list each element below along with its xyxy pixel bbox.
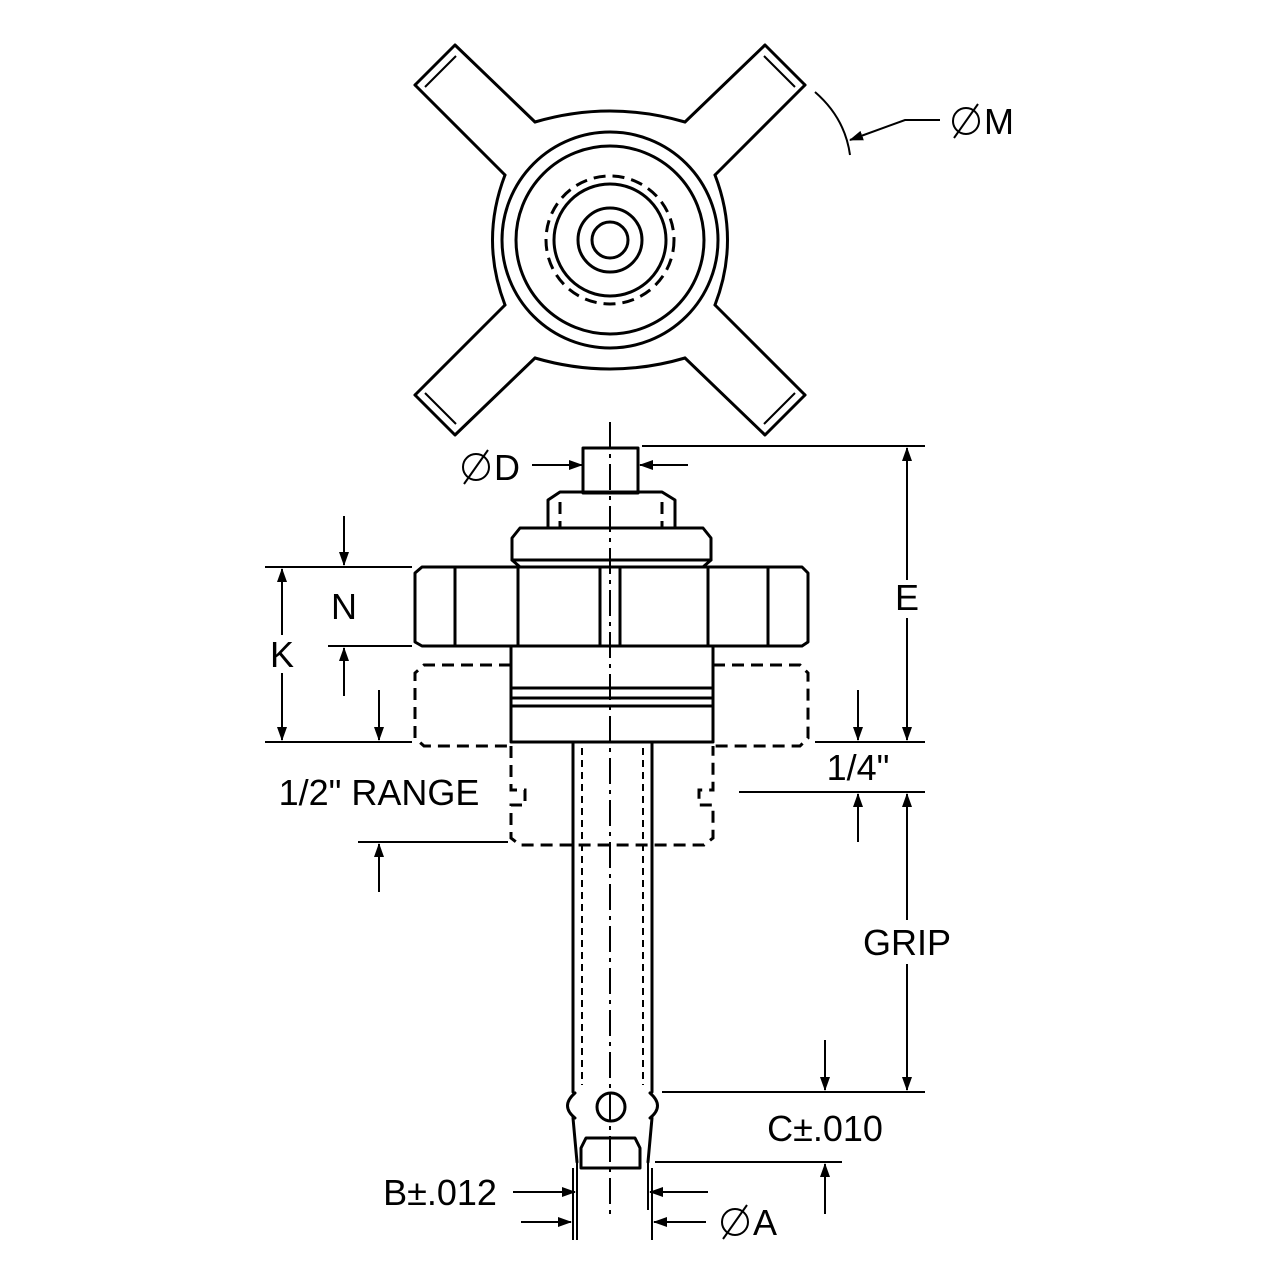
dimension-grip-label: GRIP <box>863 922 951 963</box>
handle-arm-upper-right <box>683 43 807 177</box>
pin-bore <box>590 220 630 260</box>
dimension-m: M <box>814 91 1014 156</box>
diameter-symbol-icon <box>721 1204 749 1240</box>
collar <box>510 526 713 569</box>
dimension-e-label: E <box>895 577 919 618</box>
hex-nut <box>546 490 677 530</box>
dimension-range-label: 1/2" RANGE <box>279 772 480 813</box>
ball-detent-left <box>566 1091 577 1120</box>
pin-point <box>571 1116 654 1170</box>
dimension-b-label: B±.012 <box>383 1172 497 1213</box>
dimension-e: E <box>642 445 925 743</box>
hub-outer-ring <box>500 130 720 350</box>
cross-hole <box>595 1091 627 1123</box>
dimension-n-label: N <box>331 586 357 627</box>
diameter-symbol-icon <box>952 103 980 139</box>
pin-shaft <box>571 740 654 1094</box>
side-view-pin-assembly <box>413 446 810 1170</box>
knob-profile <box>413 565 810 648</box>
hub-inner-ring <box>514 144 706 336</box>
top-view-handle <box>413 43 807 437</box>
dimension-d-label: D <box>494 447 520 488</box>
handle-arm-upper-left <box>413 43 537 177</box>
ball-detent-right <box>648 1091 659 1120</box>
dimension-m-label: M <box>984 101 1014 142</box>
diameter-symbol-icon <box>462 449 490 485</box>
nut-hidden-outline <box>544 174 676 306</box>
dimension-d: D <box>462 447 688 488</box>
dimension-c-label: C±.010 <box>767 1108 883 1149</box>
dimension-b: B±.012 <box>383 1162 708 1240</box>
dimension-a: A <box>521 1168 777 1243</box>
dimension-k: K <box>265 568 412 743</box>
dimension-n: N <box>265 516 412 696</box>
hidden-fixture-plate <box>413 663 810 847</box>
handle-arm-lower-right <box>683 303 807 437</box>
dimension-grip: GRIP <box>662 793 951 1093</box>
dimension-k-label: K <box>270 634 294 675</box>
dimension-a-label: A <box>753 1202 777 1243</box>
dimension-quarter-label: 1/4" <box>827 747 890 788</box>
handle-arm-lower-left <box>413 303 537 437</box>
dimension-c: C±.010 <box>655 1040 883 1214</box>
dimension-range: 1/2" RANGE <box>279 690 508 892</box>
body-rings <box>509 644 715 744</box>
dimension-quarter: 1/4" <box>739 690 925 842</box>
